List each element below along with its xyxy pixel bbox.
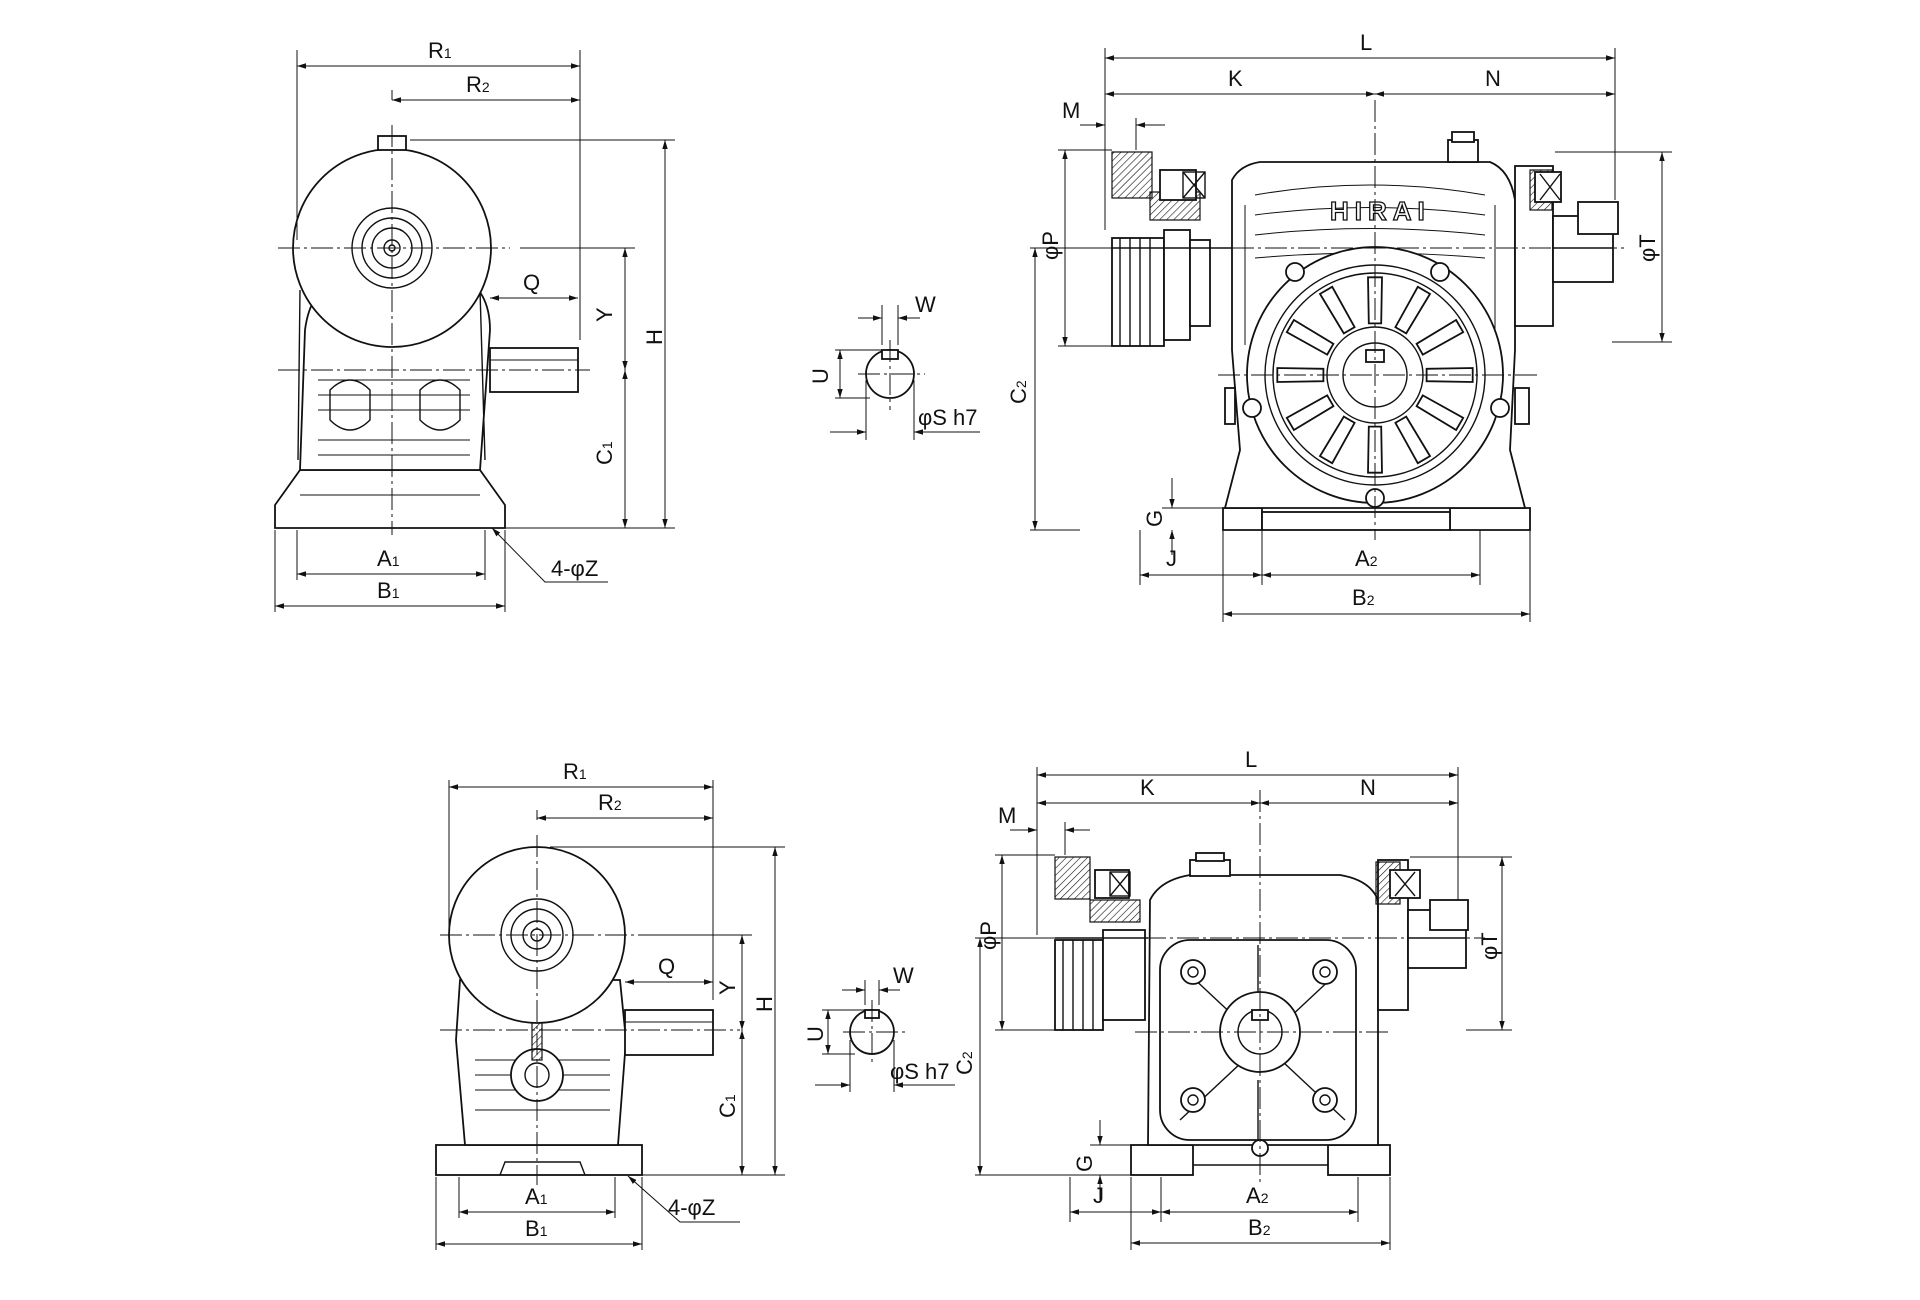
dim-r1-label: R1 — [428, 38, 452, 63]
dim-h-label: H — [642, 329, 667, 345]
dim-w-label: W — [915, 292, 936, 317]
dim-r1-label: R1 — [563, 759, 587, 784]
dim-r2-label: R2 — [466, 72, 490, 97]
dim-t-label: φT — [1477, 932, 1502, 960]
bottom-front-view: L K N M φP φT C2 G J — [952, 747, 1512, 1250]
dim-g-label: G — [1142, 510, 1167, 527]
dim-g-label: G — [1072, 1155, 1097, 1172]
base-foot — [274, 469, 506, 529]
wheel-spoke — [1394, 285, 1432, 335]
base-foot — [1222, 507, 1263, 531]
dim-t-label: φT — [1635, 234, 1660, 262]
dim-l-label: L — [1360, 30, 1372, 55]
dim-c2-label: C2 — [952, 1051, 977, 1075]
housing-ribs — [1244, 184, 1496, 345]
dim-a2-label: A2 — [1355, 546, 1378, 571]
base-foot — [435, 1144, 643, 1176]
dim-w-label: W — [893, 963, 914, 988]
wheel-spoke — [1285, 318, 1335, 356]
dim-k-label: K — [1228, 66, 1243, 91]
dim-m-label: M — [998, 803, 1016, 828]
dim-c2-label: C2 — [1006, 380, 1031, 404]
base-foot — [1130, 1144, 1194, 1176]
dim-c1-label: C1 — [592, 441, 617, 465]
dim-k-label: K — [1140, 775, 1155, 800]
dim-h-label: H — [752, 996, 777, 1012]
dim-u-label: U — [808, 368, 833, 384]
dim-b1-label: B1 — [525, 1216, 548, 1241]
dim-q-label: Q — [523, 270, 540, 295]
brand-logo: HIRAI — [1330, 196, 1431, 226]
dim-z-label: 4-φZ — [551, 556, 598, 581]
wheel-spoke — [1415, 318, 1465, 356]
dim-y-label: Y — [715, 980, 740, 995]
wheel-spoke — [1285, 394, 1335, 432]
dim-b2-label: B2 — [1248, 1215, 1271, 1240]
dim-m-label: M — [1062, 98, 1080, 123]
bottom-shaft-section: W U φS h7 — [803, 963, 955, 1092]
wheel-spoke — [1415, 394, 1465, 432]
output-shaft — [624, 1009, 714, 1056]
dim-j-label: J — [1093, 1183, 1104, 1208]
dim-b2-label: B2 — [1352, 585, 1375, 610]
dim-a1-label: A1 — [525, 1184, 548, 1209]
left-pulley — [1054, 939, 1104, 1031]
dim-p-label: φP — [1038, 231, 1063, 260]
dim-c1-label: C1 — [715, 1094, 740, 1118]
dim-q-label: Q — [658, 954, 675, 979]
dim-s-label: φS h7 — [918, 405, 978, 430]
dim-r2-label: R2 — [598, 790, 622, 815]
dim-z-label: 4-φZ — [668, 1195, 715, 1220]
dim-b1-label: B1 — [377, 578, 400, 603]
dim-l-label: L — [1245, 747, 1257, 772]
top-side-view: R1 R2 Q Y H C1 A1 B1 4-φZ — [274, 38, 675, 612]
dim-a1-label: A1 — [377, 546, 400, 571]
wheel-spoke — [1394, 415, 1432, 465]
dim-n-label: N — [1360, 775, 1376, 800]
bottom-side-view: R1 R2 Q Y H C1 A1 B1 4-φZ — [435, 759, 785, 1250]
dim-n-label: N — [1485, 66, 1501, 91]
dim-y-label: Y — [592, 307, 617, 322]
dim-j-label: J — [1166, 546, 1177, 571]
dim-a2-label: A2 — [1246, 1183, 1269, 1208]
top-shaft-section: W U φS h7 — [808, 292, 980, 440]
top-front-view: HIRAI — [1006, 30, 1672, 622]
dim-s-label: φS h7 — [890, 1059, 950, 1084]
wheel-spoke — [1318, 285, 1356, 335]
dim-u-label: U — [803, 1026, 828, 1042]
wheel-spoke — [1318, 415, 1356, 465]
